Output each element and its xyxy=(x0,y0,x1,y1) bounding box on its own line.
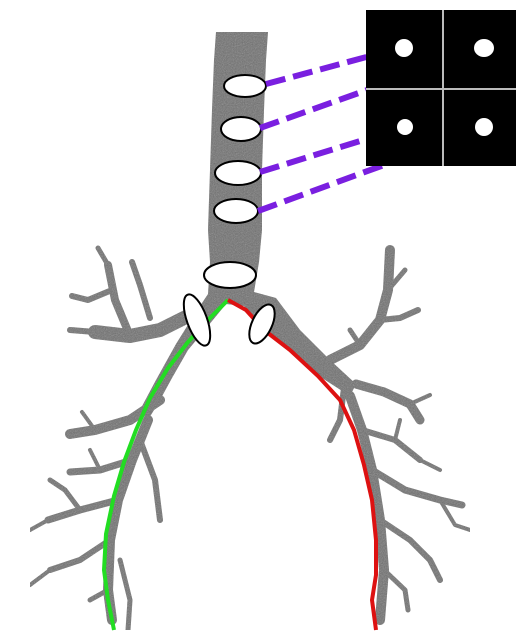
cross-section-inset xyxy=(366,10,516,166)
slice-ellipse-1 xyxy=(224,75,266,97)
slice-ellipse-3 xyxy=(215,161,261,185)
inset-blob-3 xyxy=(397,119,413,135)
left-bronchial-tree xyxy=(30,248,196,630)
slice-ellipse-5 xyxy=(204,262,256,288)
right-bronchial-tree xyxy=(330,250,470,620)
slice-ellipse-4 xyxy=(214,199,258,223)
inset-blob-1 xyxy=(395,39,413,57)
inset-blob-4 xyxy=(475,118,493,136)
slice-ellipse-2 xyxy=(221,117,261,141)
inset-blob-2 xyxy=(474,39,494,57)
